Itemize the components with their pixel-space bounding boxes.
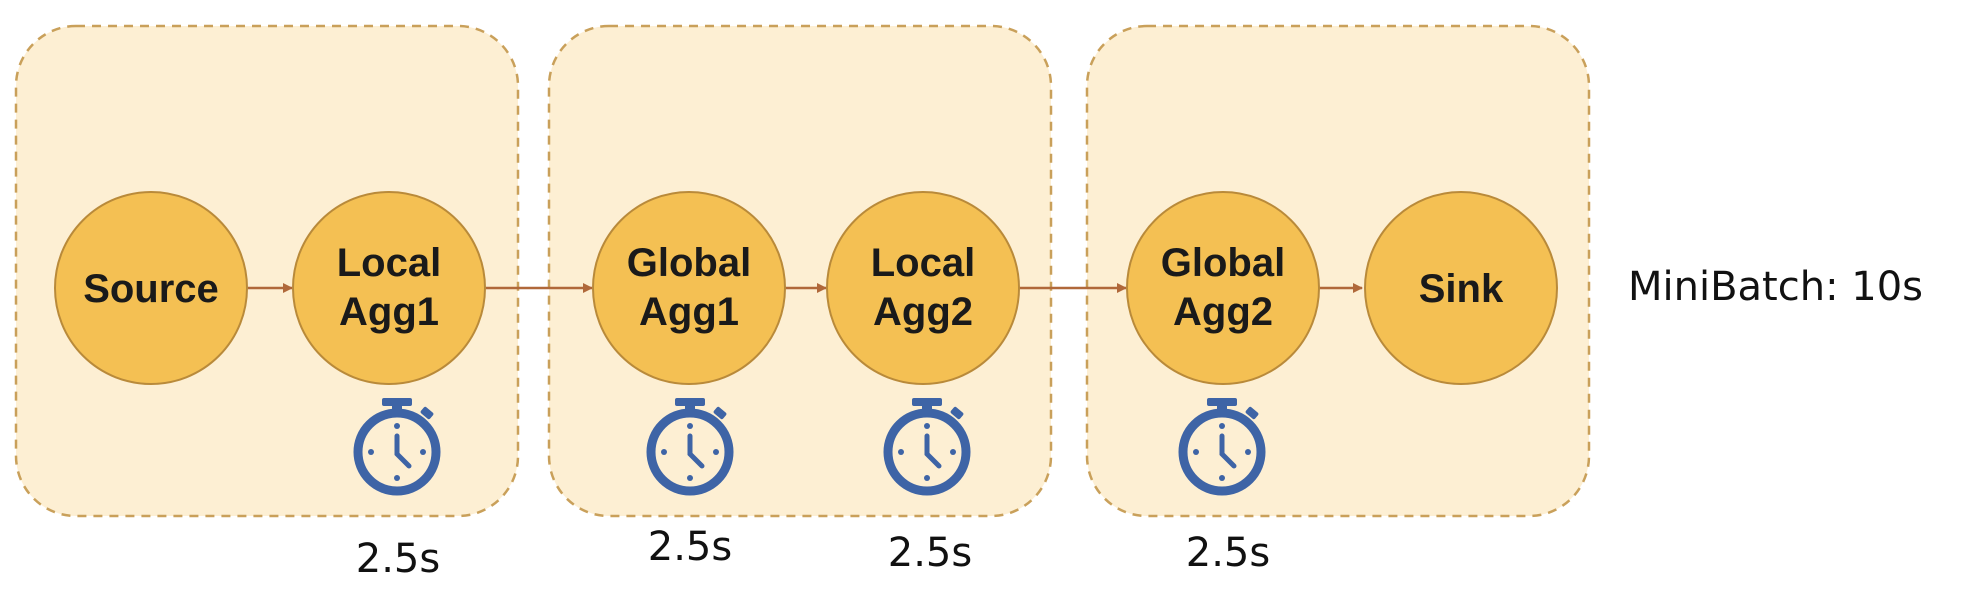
node-label-line-1: Local xyxy=(871,241,975,285)
node-label-line-2: Agg1 xyxy=(339,290,439,334)
node-label-line-1: Global xyxy=(627,241,751,285)
timer-label-global-agg1: 2.5s xyxy=(648,524,732,570)
node-circle xyxy=(1364,191,1558,385)
node-label: Source xyxy=(83,267,219,311)
node-label: Sink xyxy=(1419,267,1504,311)
timer-local-agg1 xyxy=(353,398,441,496)
node-label-line-2: Agg2 xyxy=(1173,290,1273,334)
node-label-line-1: Local xyxy=(337,241,441,285)
node-label-line-2: Agg1 xyxy=(639,290,739,334)
node-circle xyxy=(826,191,1020,385)
timer-label-local-agg1: 2.5s xyxy=(356,536,440,582)
stopwatch-icon xyxy=(883,398,971,496)
node-sink: Sink xyxy=(1364,191,1558,385)
node-circle xyxy=(292,191,486,385)
stopwatch-icon xyxy=(1178,398,1266,496)
group-box-1 xyxy=(14,24,520,518)
group-boxes xyxy=(14,24,1591,518)
minibatch-label: MiniBatch: 10s xyxy=(1628,264,1923,310)
node-global-agg2: Global Agg2 xyxy=(1126,191,1320,385)
node-source: Source xyxy=(54,191,248,385)
node-circle xyxy=(1126,191,1320,385)
timer-local-agg2 xyxy=(883,398,971,496)
group-box-3 xyxy=(1085,24,1591,518)
node-local-agg2: Local Agg2 xyxy=(826,191,1020,385)
node-global-agg1: Global Agg1 xyxy=(592,191,786,385)
node-circle xyxy=(54,191,248,385)
node-label-line-1: Global xyxy=(1161,241,1285,285)
group-box-2 xyxy=(547,24,1053,518)
node-local-agg1: Local Agg1 xyxy=(292,191,486,385)
stopwatch-icon xyxy=(646,398,734,496)
timer-label-local-agg2: 2.5s xyxy=(888,530,972,576)
node-circle xyxy=(592,191,786,385)
stopwatch-icon xyxy=(353,398,441,496)
node-label-line-2: Agg2 xyxy=(873,290,973,334)
timer-global-agg1 xyxy=(646,398,734,496)
timer-global-agg2 xyxy=(1178,398,1266,496)
timer-label-global-agg2: 2.5s xyxy=(1186,530,1270,576)
